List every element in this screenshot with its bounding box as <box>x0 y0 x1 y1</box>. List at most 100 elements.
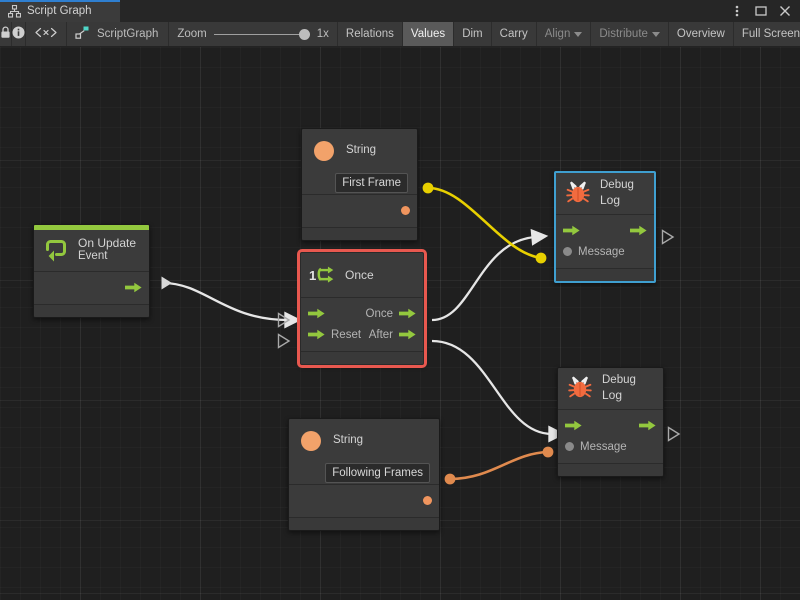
flow-port-marker-icon[interactable] <box>667 426 681 442</box>
node-footer <box>558 463 663 476</box>
toolbar-dim[interactable]: Dim <box>454 22 492 46</box>
bug-icon <box>564 179 592 207</box>
port-row-trigger-out[interactable] <box>34 277 149 298</box>
node-header: String <box>302 129 417 172</box>
node-footer <box>34 304 149 317</box>
edge-endpoint-dot <box>422 182 434 194</box>
node-body: Once Reset After <box>301 298 423 351</box>
maximize-button[interactable] <box>754 4 768 18</box>
port-row-once[interactable]: Once <box>301 303 423 324</box>
node-on-update[interactable]: On Update Event <box>33 224 150 318</box>
divider <box>289 484 439 485</box>
port-label-reset: Reset <box>331 328 362 341</box>
value-output-port[interactable] <box>401 206 410 215</box>
node-debug-log-bottom[interactable]: Debug Log <box>557 367 664 477</box>
toolbar-carry[interactable]: Carry <box>492 22 537 46</box>
flow-output-arrow-icon[interactable] <box>399 329 416 340</box>
toolbar-full-screen[interactable]: Full Screen <box>734 22 800 46</box>
graph-name-field[interactable]: ScriptGraph <box>67 22 170 46</box>
node-footer <box>302 227 417 240</box>
node-debug-log-top[interactable]: Debug Log <box>554 171 656 283</box>
close-button[interactable] <box>778 4 792 18</box>
node-once[interactable]: 1 Once <box>297 249 427 368</box>
port-out-after[interactable]: After <box>369 329 416 341</box>
window-tab-bar: Script Graph <box>0 0 800 22</box>
flow-input-arrow-icon[interactable] <box>565 420 582 431</box>
flow-output-arrow-icon[interactable] <box>639 420 656 431</box>
node-title: On Update <box>78 236 137 251</box>
port-in-message[interactable]: Message <box>565 441 627 453</box>
port-label-after: After <box>368 328 393 341</box>
port-out-once[interactable]: Once <box>366 308 417 320</box>
string-value-icon <box>310 137 338 165</box>
port-in-reset[interactable]: Reset <box>308 329 361 341</box>
zoom-slider[interactable] <box>213 27 310 41</box>
tab-script-graph[interactable]: Script Graph <box>0 0 120 22</box>
update-loop-icon <box>42 236 70 264</box>
graph-node-icon <box>75 26 90 42</box>
info-button[interactable] <box>12 22 26 46</box>
toolbar-distribute[interactable]: Distribute <box>591 22 669 46</box>
value-input-port[interactable] <box>565 442 574 451</box>
string-value-field[interactable]: First Frame <box>335 173 408 193</box>
flow-output-arrow-icon[interactable] <box>125 282 142 293</box>
string-value-row[interactable]: First Frame <box>302 172 417 194</box>
node-string-first-frame[interactable]: String First Frame <box>301 128 418 241</box>
flow-output-arrow-icon[interactable] <box>630 225 647 236</box>
port-row-message[interactable]: Message <box>556 241 654 262</box>
flow-input-arrow-icon[interactable] <box>563 225 580 236</box>
node-body <box>302 195 417 227</box>
flow-port-marker-icon[interactable] <box>277 333 291 349</box>
port-out-flow[interactable] <box>639 420 656 431</box>
node-footer <box>289 517 439 530</box>
port-in-flow[interactable] <box>565 420 582 431</box>
toolbar-relations-label: Relations <box>345 28 394 40</box>
flow-input-arrow-icon[interactable] <box>308 329 325 340</box>
flow-input-arrow-icon[interactable] <box>308 308 325 319</box>
flow-port-marker-icon[interactable] <box>160 275 174 291</box>
port-row-flow[interactable] <box>556 220 654 241</box>
port-row-value-out[interactable] <box>289 490 439 511</box>
zoom-control[interactable]: Zoom 1x <box>169 22 338 46</box>
flow-port-marker-icon[interactable] <box>661 229 675 245</box>
window-controls <box>730 0 800 22</box>
port-in-flow[interactable] <box>308 308 325 319</box>
flow-output-arrow-icon[interactable] <box>399 308 416 319</box>
toolbar-dim-label: Dim <box>462 28 483 40</box>
node-title: String <box>346 144 377 157</box>
port-row-reset-after[interactable]: Reset After <box>301 324 423 345</box>
toolbar-overview[interactable]: Overview <box>669 22 734 46</box>
node-string-following-frames[interactable]: String Following Frames <box>288 418 440 531</box>
node-header: 1 Once <box>301 253 423 297</box>
more-options-button[interactable] <box>730 4 744 18</box>
node-header: Debug Log <box>558 368 663 409</box>
string-value-row[interactable]: Following Frames <box>289 462 439 484</box>
port-in-flow[interactable] <box>563 225 580 236</box>
script-code-button[interactable] <box>26 22 67 46</box>
toolbar-values[interactable]: Values <box>402 22 455 46</box>
value-output-port[interactable] <box>423 496 432 505</box>
graph-canvas[interactable]: On Update Event <box>0 47 800 600</box>
port-row-flow[interactable] <box>558 415 663 436</box>
node-title-block: String <box>346 144 376 158</box>
chevron-down-icon <box>574 31 583 37</box>
port-row-value-out[interactable] <box>302 200 417 221</box>
value-input-port[interactable] <box>563 247 572 256</box>
port-out-flow[interactable] <box>630 225 647 236</box>
zoom-slider-knob[interactable] <box>298 28 310 40</box>
port-row-message[interactable]: Message <box>558 436 663 457</box>
string-value-icon <box>297 427 325 455</box>
toolbar-full-screen-label: Full Screen <box>741 28 800 40</box>
node-title-block: Debug Log <box>600 179 634 207</box>
bug-icon <box>566 374 594 402</box>
edge-string1-to-debug-top <box>427 186 542 260</box>
toolbar-relations[interactable]: Relations <box>338 22 403 46</box>
string-value-field[interactable]: Following Frames <box>325 463 430 483</box>
port-in-message[interactable]: Message <box>563 246 625 258</box>
lock-button[interactable] <box>0 22 12 46</box>
divider <box>556 214 654 215</box>
node-title: Debug <box>600 179 634 192</box>
flow-port-marker-icon[interactable] <box>277 312 291 328</box>
toolbar-align[interactable]: Align <box>537 22 592 46</box>
